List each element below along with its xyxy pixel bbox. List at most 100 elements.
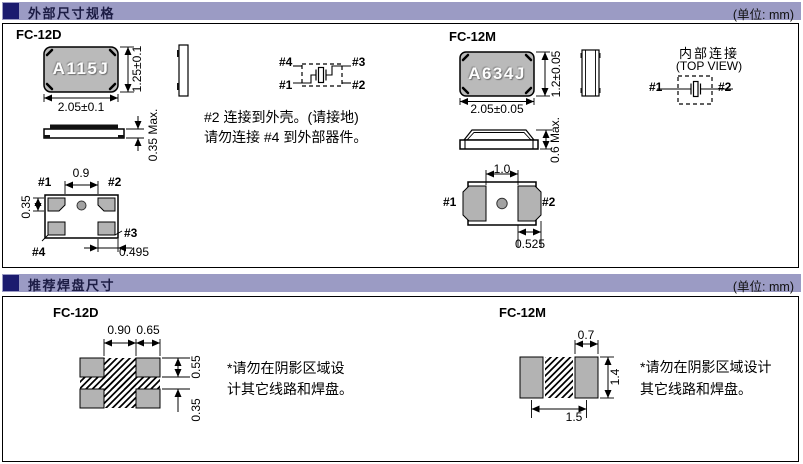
fc12d-package-body — [43, 46, 119, 93]
fc12d-top-view-drawing — [43, 46, 134, 102]
fc12m-width-dimension-lines — [459, 98, 535, 105]
fc12d-pin3-label: #3 — [124, 226, 138, 240]
fc12d-height-dim: 1.25±0.1 — [130, 45, 144, 93]
land-pad-2 — [135, 357, 161, 378]
fc12d-pin1-label: #1 — [38, 175, 52, 189]
keepout-hatch — [545, 357, 573, 398]
fc12d-pin4-label: #4 — [32, 245, 46, 259]
section-title: 推荐焊盘尺寸 — [28, 278, 116, 293]
crystal-symbol — [315, 66, 327, 84]
land-padwidth-dimension-lines — [574, 340, 599, 354]
fc12m-land-note-line2: 其它线路和焊盘。 — [640, 381, 752, 397]
fc12m-land-pattern-drawing — [519, 340, 614, 418]
fc12d-land-note-line2: 计其它线路和焊盘。 — [227, 381, 353, 397]
internal-connection-subtitle: (TOP VIEW) — [675, 59, 743, 73]
fc12d-pad-2 — [97, 197, 116, 212]
fc12m-width-dim: 2.05±0.05 — [470, 102, 524, 116]
fc12m-land-note-line1: *请勿在阴影区域设计 — [640, 359, 772, 375]
fc12d-land-label: FC-12D — [53, 305, 99, 320]
fc12d-connection-schematic — [293, 63, 351, 87]
fc12d-padoffset-dimension-lines — [84, 239, 132, 252]
internal-connection-schematic — [657, 75, 733, 105]
fc12m-thickness-dim: 0.6 Max. — [548, 116, 562, 164]
land-right-dimension-lines — [162, 357, 190, 412]
fc12m-bottom-view-drawing — [462, 170, 542, 247]
land-pad-1 — [519, 356, 544, 399]
fc12m-thickness-dimension-lines — [536, 129, 552, 150]
fc12m-height-dim: 1.2±0.05 — [549, 50, 563, 98]
fc12m-height-dimension-lines — [536, 51, 550, 97]
conn-pin4-label: #4 — [279, 55, 293, 69]
ic-pin1-label: #1 — [649, 80, 663, 94]
land-padwidth-dim: 0.7 — [577, 328, 595, 342]
section-title: 外部尺寸规格 — [28, 6, 116, 21]
fc12d-padheight-dimension-lines — [33, 197, 44, 212]
conn-pin1-label: #1 — [279, 78, 293, 92]
fc12d-padoffset-dim: 0.495 — [119, 245, 150, 259]
pin1-lead — [293, 74, 316, 84]
unit-label: (单位: mm) — [732, 8, 794, 22]
fc12d-bottom-view-drawing — [33, 181, 132, 252]
fc12d-pin2-label: #2 — [108, 175, 122, 189]
section-header-land: 推荐焊盘尺寸 (单位: mm) — [2, 274, 801, 294]
land-pad-4 — [79, 388, 105, 409]
fc12d-land-pattern-drawing — [79, 339, 190, 412]
fc12d-marking-text: A115J — [52, 59, 110, 78]
internal-connection-title: 内部连接 — [678, 46, 740, 61]
fc12d-pad-3 — [97, 221, 116, 236]
section-header-outline: 外部尺寸规格 (单位: mm) — [2, 2, 801, 22]
fc12m-pad-2 — [517, 185, 542, 222]
fc12d-thickness-dim: 0.35 Max. — [146, 108, 160, 162]
fc12d-width-dimension-lines — [43, 94, 119, 102]
fc12m-padwidth-dim: 0.525 — [514, 237, 546, 251]
fc12d-thickness-dimension-lines — [126, 116, 144, 151]
grounding-note-line2: 请勿连接 #4 到外部器件。 — [204, 129, 368, 145]
fc12m-pin1-label: #1 — [443, 195, 457, 209]
land-padwidth-dim: 0.65 — [136, 323, 160, 337]
fc12d-pin4-leader — [41, 234, 49, 242]
unit-label: (单位: mm) — [732, 280, 794, 294]
fc12m-profile-base — [459, 139, 539, 150]
fc12m-padwidth-dimension-lines — [517, 221, 542, 247]
land-padheight-dim: 0.55 — [189, 355, 203, 379]
land-top-dimension-lines — [103, 339, 161, 356]
land-pad-3 — [135, 388, 161, 409]
fc12d-pin3-leader — [114, 230, 123, 236]
crystal-symbol — [690, 80, 702, 98]
conn-pin3-label: #3 — [352, 55, 366, 69]
svg-defs — [0, 0, 1, 1]
pin3-lead — [326, 65, 351, 76]
grounding-note-line1: #2 连接到外壳。(请接地) — [204, 109, 359, 125]
fc12d-side-view-drawing — [177, 44, 189, 97]
fc12m-padgap-dimension-lines — [485, 170, 519, 185]
land-pitch-dim: 1.5 — [565, 410, 583, 424]
fc12d-part-label: FC-12D — [16, 27, 62, 42]
fc12d-case-mark — [76, 200, 87, 211]
fc12m-profile-view-drawing — [459, 129, 552, 150]
fc12m-corner-castellations — [461, 53, 533, 95]
fc12d-pad-1 — [47, 197, 66, 212]
fc12d-profile-view-drawing — [43, 116, 144, 151]
land-gap-dim: 0.90 — [107, 323, 131, 337]
land-padheight-dim: 1.4 — [608, 368, 622, 386]
conn-pin2-label: #2 — [352, 78, 366, 92]
land-pad-2 — [574, 356, 599, 399]
land-pad-1 — [79, 357, 105, 378]
fc12m-profile-lid — [462, 129, 536, 141]
section-bullet-square — [3, 275, 19, 291]
fc12d-width-dim: 2.05±0.1 — [57, 100, 105, 114]
fc12m-marking-text: A634J — [468, 64, 526, 83]
fc12d-corner-castellations — [45, 48, 117, 91]
case-boundary-dashed-box — [301, 63, 343, 87]
land-pitch-dimension-lines — [531, 400, 587, 418]
ic-pin2-label: #2 — [718, 80, 732, 94]
case-boundary-dashed-box — [677, 75, 713, 105]
fc12d-padgap-dimension-lines — [64, 181, 99, 194]
land-padheight-dimension-lines — [600, 356, 614, 399]
fc12m-top-view-drawing — [459, 51, 550, 105]
fc12d-profile-base — [43, 128, 125, 139]
fc12m-side-view-drawing — [580, 49, 601, 97]
fc12d-profile-lid — [50, 124, 118, 129]
land-rowgap-dim: 0.35 — [189, 398, 203, 422]
